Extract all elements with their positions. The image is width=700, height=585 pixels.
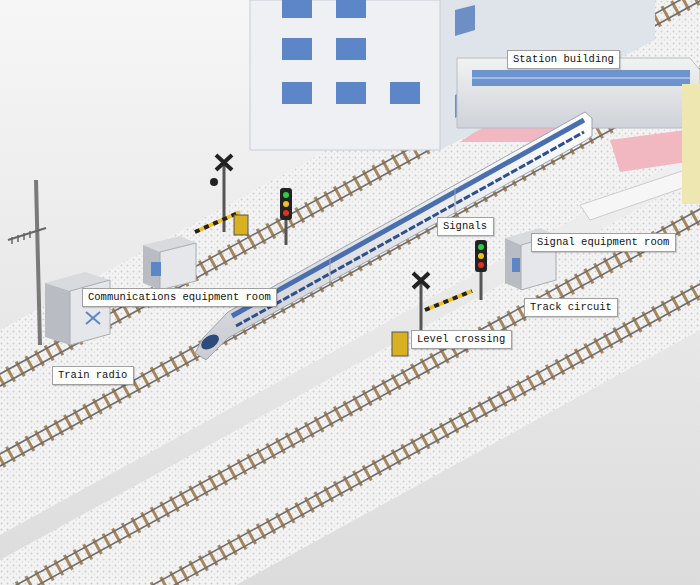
label-box: Track circuit xyxy=(524,298,618,317)
label-box: Station building xyxy=(507,50,620,69)
label-text: Train radio xyxy=(58,369,128,382)
equipment-cabinet xyxy=(143,236,196,290)
label-box: Signals xyxy=(437,217,494,236)
label-box: Communications equipment room xyxy=(82,288,277,307)
label-text: Communications equipment room xyxy=(88,291,271,304)
label-box: Signal equipment room xyxy=(531,233,676,252)
level-crossing xyxy=(195,155,248,235)
label-text: Track circuit xyxy=(530,301,612,314)
communications-equipment-room xyxy=(45,272,110,345)
label-box: Train radio xyxy=(52,366,134,385)
signal xyxy=(475,240,487,300)
label-text: Signal equipment room xyxy=(537,236,670,249)
label-text: Signals xyxy=(443,220,488,233)
radio-pole xyxy=(8,180,46,345)
label-text: Level crossing xyxy=(417,333,506,346)
label-box: Level crossing xyxy=(411,330,512,349)
ballast-bed xyxy=(0,175,700,585)
label-text: Station building xyxy=(513,53,614,66)
signal xyxy=(280,188,292,245)
